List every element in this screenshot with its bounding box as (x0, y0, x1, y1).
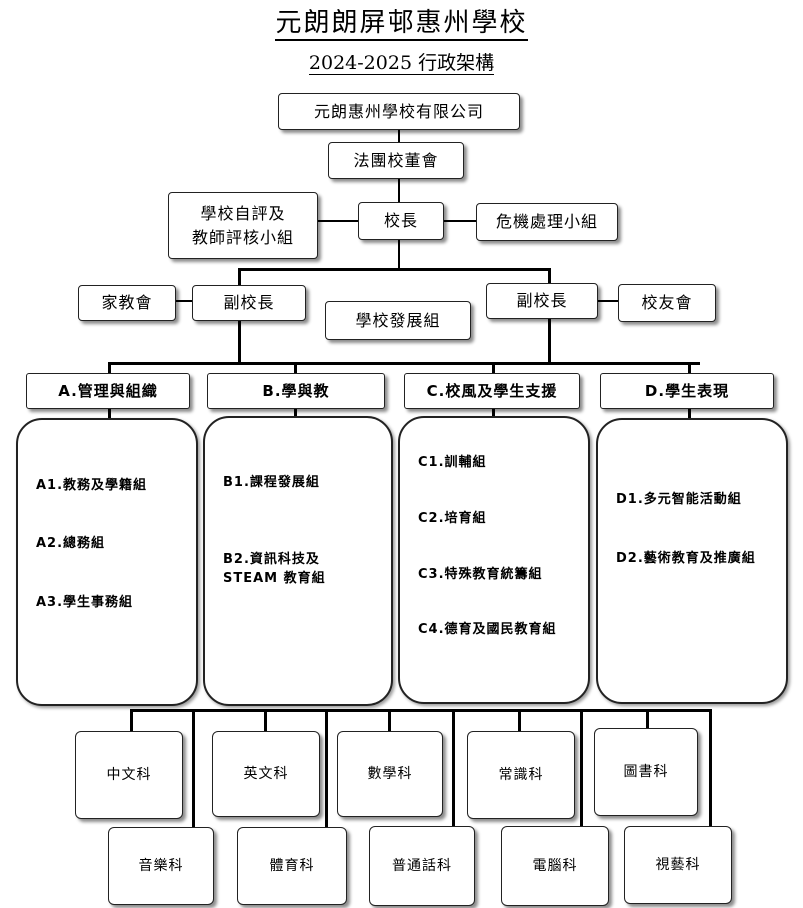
connector (108, 408, 111, 420)
group-item: A1.教務及學籍組 (36, 478, 148, 493)
connector (398, 240, 400, 270)
connector (398, 178, 400, 202)
domain-d-groups: D1.多元智能活動組 D2.藝術教育及推廣組 (596, 418, 788, 704)
connector (452, 709, 455, 829)
connector (688, 408, 691, 418)
subject-music: 音樂科 (108, 827, 214, 905)
pta-node: 家教會 (78, 285, 176, 321)
crisis-node: 危機處理小組 (476, 203, 618, 241)
page-title: 元朗朗屏邨惠州學校 (0, 2, 803, 41)
connector (192, 709, 195, 829)
group-item: D1.多元智能活動組 (616, 492, 742, 507)
group-item: STEAM 教育組 (223, 571, 326, 586)
connector (325, 709, 328, 829)
self-eval-line2: 教師評核小組 (191, 227, 294, 247)
connector (130, 709, 712, 712)
connector (548, 268, 551, 284)
connector (108, 362, 700, 365)
connector (388, 709, 391, 731)
domain-d-header: D.學生表現 (600, 373, 774, 409)
domain-c-header: C.校風及學生支援 (404, 373, 580, 409)
connector (688, 362, 691, 374)
vice-principal-left-node: 副校長 (192, 285, 306, 321)
domain-c-groups: C1.訓輔組 C2.培育組 C3.特殊教育統籌組 C4.德育及國民教育組 (398, 416, 590, 704)
group-item: D2.藝術教育及推廣組 (616, 551, 756, 566)
connector (238, 268, 241, 286)
connector (108, 362, 111, 374)
group-item: C3.特殊教育統籌組 (418, 567, 543, 582)
connector (646, 709, 649, 729)
connector (238, 320, 241, 364)
group-item: C2.培育組 (418, 511, 487, 526)
connector (442, 220, 478, 222)
domain-a-header: A.管理與組織 (26, 373, 190, 409)
alumni-node: 校友會 (618, 284, 716, 322)
group-item: B2.資訊科技及 (223, 552, 320, 567)
subject-putonghua: 普通話科 (369, 826, 475, 906)
subject-visual-arts: 視藝科 (624, 826, 732, 904)
development-group-node: 學校發展組 (325, 301, 471, 340)
connector (548, 318, 551, 364)
connector (598, 300, 620, 302)
group-item: A3.學生事務組 (36, 595, 134, 610)
self-eval-node: 學校自評及教師評核小組 (168, 192, 318, 259)
connector (398, 128, 400, 144)
domain-b-groups: B1.課程發展組 B2.資訊科技及 STEAM 教育組 (203, 416, 393, 706)
subject-chinese: 中文科 (75, 731, 183, 819)
subject-library: 圖書科 (594, 728, 698, 816)
connector (492, 408, 495, 418)
domain-b-header: B.學與教 (207, 373, 385, 409)
subject-computer: 電腦科 (501, 826, 609, 906)
group-item: A2.總務組 (36, 536, 106, 551)
domain-a-groups: A1.教務及學籍組 A2.總務組 A3.學生事務組 (16, 418, 198, 706)
subject-math: 數學科 (337, 731, 443, 817)
connector (130, 709, 133, 731)
connector (238, 268, 551, 271)
connector (294, 362, 297, 374)
connector (518, 709, 521, 731)
group-item: B1.課程發展組 (223, 475, 320, 490)
self-eval-line1: 學校自評及 (200, 203, 286, 223)
connector (318, 220, 360, 222)
page-subtitle: 2024-2025 行政架構 (308, 52, 495, 75)
vice-principal-right-node: 副校長 (486, 283, 598, 319)
connector (492, 362, 495, 374)
group-item: C4.德育及國民教育組 (418, 622, 557, 637)
connector (580, 709, 583, 827)
subject-general-studies: 常識科 (467, 731, 575, 819)
subject-english: 英文科 (212, 731, 320, 817)
connector (176, 300, 194, 302)
connector (709, 709, 712, 827)
company-node: 元朗惠州學校有限公司 (278, 93, 520, 130)
connector (264, 709, 267, 731)
subject-pe: 體育科 (237, 827, 347, 905)
principal-node: 校長 (358, 202, 444, 240)
board-node: 法團校董會 (328, 142, 464, 179)
group-item: C1.訓輔組 (418, 455, 487, 470)
connector (294, 408, 297, 418)
